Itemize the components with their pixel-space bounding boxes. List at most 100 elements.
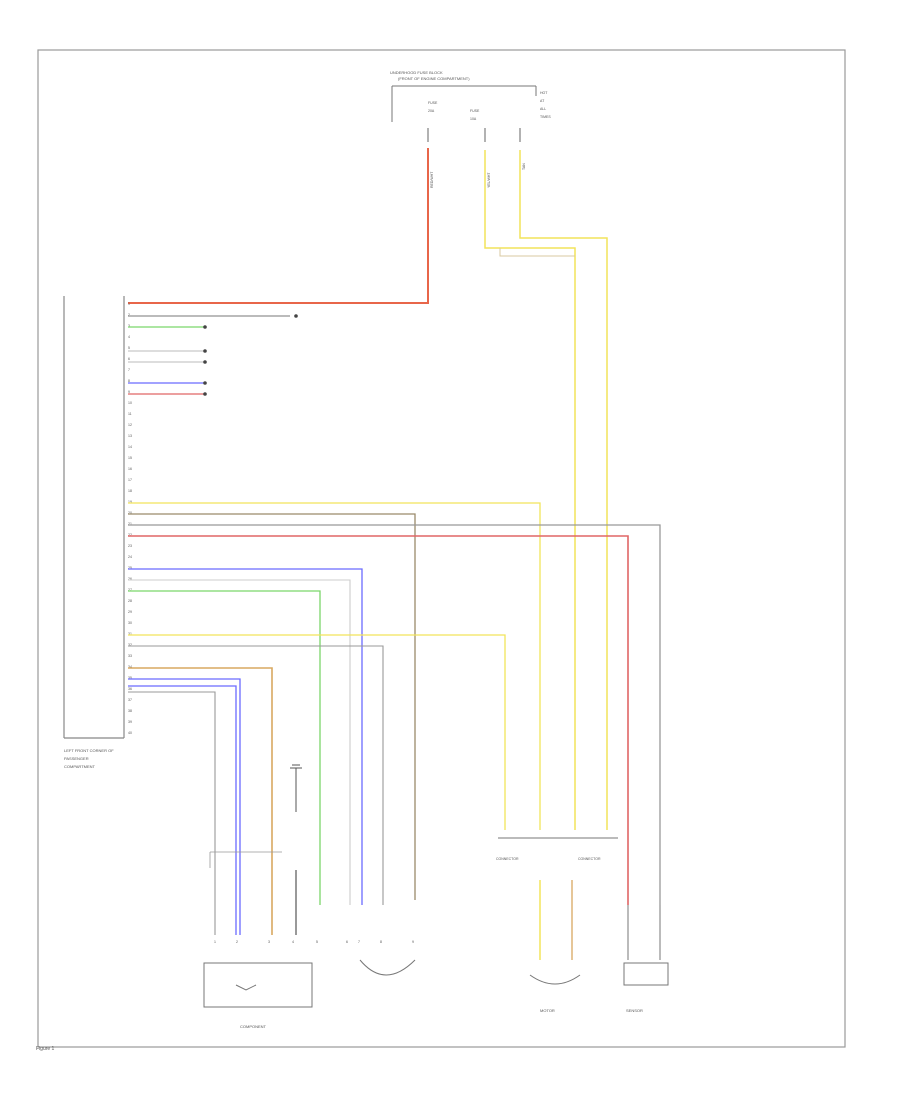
wire-gray-mid <box>128 524 661 905</box>
svg-text:5: 5 <box>128 346 130 350</box>
fuse-label-c: FUSE <box>428 101 438 105</box>
wire-yellow-low <box>128 634 506 830</box>
svg-text:25: 25 <box>128 566 132 570</box>
svg-text:2: 2 <box>128 313 130 317</box>
svg-text:32: 32 <box>128 643 132 647</box>
motor-symbol <box>359 959 581 985</box>
svg-text:20: 20 <box>128 511 132 515</box>
svg-text:27: 27 <box>128 588 132 592</box>
svg-text:36: 36 <box>128 687 132 691</box>
ground-symbol <box>290 764 302 812</box>
svg-text:1: 1 <box>214 940 216 944</box>
svg-text:21: 21 <box>128 522 132 526</box>
wire-lgray-mid <box>128 579 351 905</box>
wire-yellow-feed-b <box>519 150 608 830</box>
bottom-pin-labels: 1 2 3 4 5 6 7 8 9 <box>214 940 414 944</box>
svg-text:1: 1 <box>128 302 130 306</box>
footer-code: Figure 1 <box>36 1046 55 1052</box>
svg-text:19: 19 <box>128 500 132 504</box>
svg-text:17: 17 <box>128 478 132 482</box>
fuse-block-label-1: UNDERHOOD FUSE BLOCK <box>390 70 443 75</box>
svg-text:4: 4 <box>128 335 130 339</box>
svg-text:22: 22 <box>128 533 132 537</box>
fuse-block-note-1: HOT <box>540 91 548 95</box>
wire-gray-low-b <box>128 691 216 935</box>
wire-label-red-top: RED/WHT <box>430 171 434 188</box>
fuse-block-note-3: ALL <box>540 107 546 111</box>
svg-text:34: 34 <box>128 665 132 669</box>
wire-blue-low-b <box>128 685 237 935</box>
wire-blue-mid <box>128 568 363 905</box>
fuse-block-note-2: AT <box>540 99 545 103</box>
control-module <box>63 296 125 739</box>
svg-text:14: 14 <box>128 445 132 449</box>
fuse-label-d: 20A <box>428 109 435 113</box>
connector-b-label: CONNECTOR <box>578 857 601 861</box>
svg-text:2: 2 <box>236 940 238 944</box>
svg-text:8: 8 <box>380 940 382 944</box>
svg-text:11: 11 <box>128 412 132 416</box>
wire-label-yel-top: YEL/WHT <box>487 172 491 188</box>
fuse-label-a: FUSE <box>470 109 480 113</box>
svg-text:13: 13 <box>128 434 132 438</box>
component-mid-label: MOTOR <box>540 1008 555 1013</box>
wire-green-mid <box>128 590 321 905</box>
svg-text:7: 7 <box>358 940 360 944</box>
svg-text:38: 38 <box>128 709 132 713</box>
svg-text:3: 3 <box>268 940 270 944</box>
svg-text:10: 10 <box>128 401 132 405</box>
fuse-block-note-4: TIMES <box>540 115 551 119</box>
svg-text:12: 12 <box>128 423 132 427</box>
fuse-label-b: 10A <box>470 117 477 121</box>
wire-yellow-feed-a <box>484 150 576 830</box>
svg-text:15: 15 <box>128 456 132 460</box>
wire-tan-low <box>128 667 273 935</box>
connector-a-label: CONNECTOR <box>496 857 519 861</box>
svg-text:31: 31 <box>128 632 132 636</box>
component-left <box>203 962 313 1008</box>
svg-text:40: 40 <box>128 731 132 735</box>
svg-text:23: 23 <box>128 544 132 548</box>
svg-text:33: 33 <box>128 654 132 658</box>
svg-text:18: 18 <box>128 489 132 493</box>
svg-text:37: 37 <box>128 698 132 702</box>
svg-text:35: 35 <box>128 676 132 680</box>
svg-text:28: 28 <box>128 599 132 603</box>
svg-text:26: 26 <box>128 577 132 581</box>
fuse-block <box>391 85 537 122</box>
svg-text:9: 9 <box>128 390 130 394</box>
fuse-stubs <box>427 128 521 142</box>
svg-text:29: 29 <box>128 610 132 614</box>
control-module-label-2: PASSENGER <box>64 756 89 761</box>
sensor-symbol <box>623 962 669 986</box>
svg-text:5: 5 <box>316 940 318 944</box>
wire-brown-mid <box>128 513 416 900</box>
wire-blue-low-a <box>128 678 241 935</box>
svg-text:6: 6 <box>128 357 130 361</box>
wire-tan-feed <box>499 248 575 257</box>
wire-yellow-mid <box>128 502 541 830</box>
splice-dots <box>203 314 298 396</box>
wire-red-power <box>128 148 429 304</box>
svg-text:30: 30 <box>128 621 132 625</box>
svg-text:4: 4 <box>292 940 294 944</box>
component-right-label: SENSOR <box>626 1008 643 1013</box>
svg-text:39: 39 <box>128 720 132 724</box>
svg-text:6: 6 <box>346 940 348 944</box>
component-left-label: COMPONENT <box>240 1024 267 1029</box>
svg-text:9: 9 <box>412 940 414 944</box>
fuse-block-label-2: (FRONT OF ENGINE COMPARTMENT) <box>398 76 470 81</box>
diagram-frame <box>37 49 846 1048</box>
control-module-label-3: COMPARTMENT <box>64 764 96 769</box>
wire-label-tan-top: TAN <box>522 163 526 170</box>
control-module-label-1: LEFT FRONT CORNER OF <box>64 748 114 753</box>
svg-text:3: 3 <box>128 324 130 328</box>
svg-text:16: 16 <box>128 467 132 471</box>
wire-red-mid <box>128 535 629 905</box>
wire-gray-low <box>128 645 384 905</box>
svg-text:24: 24 <box>128 555 132 559</box>
svg-text:7: 7 <box>128 368 130 372</box>
svg-text:8: 8 <box>128 379 130 383</box>
